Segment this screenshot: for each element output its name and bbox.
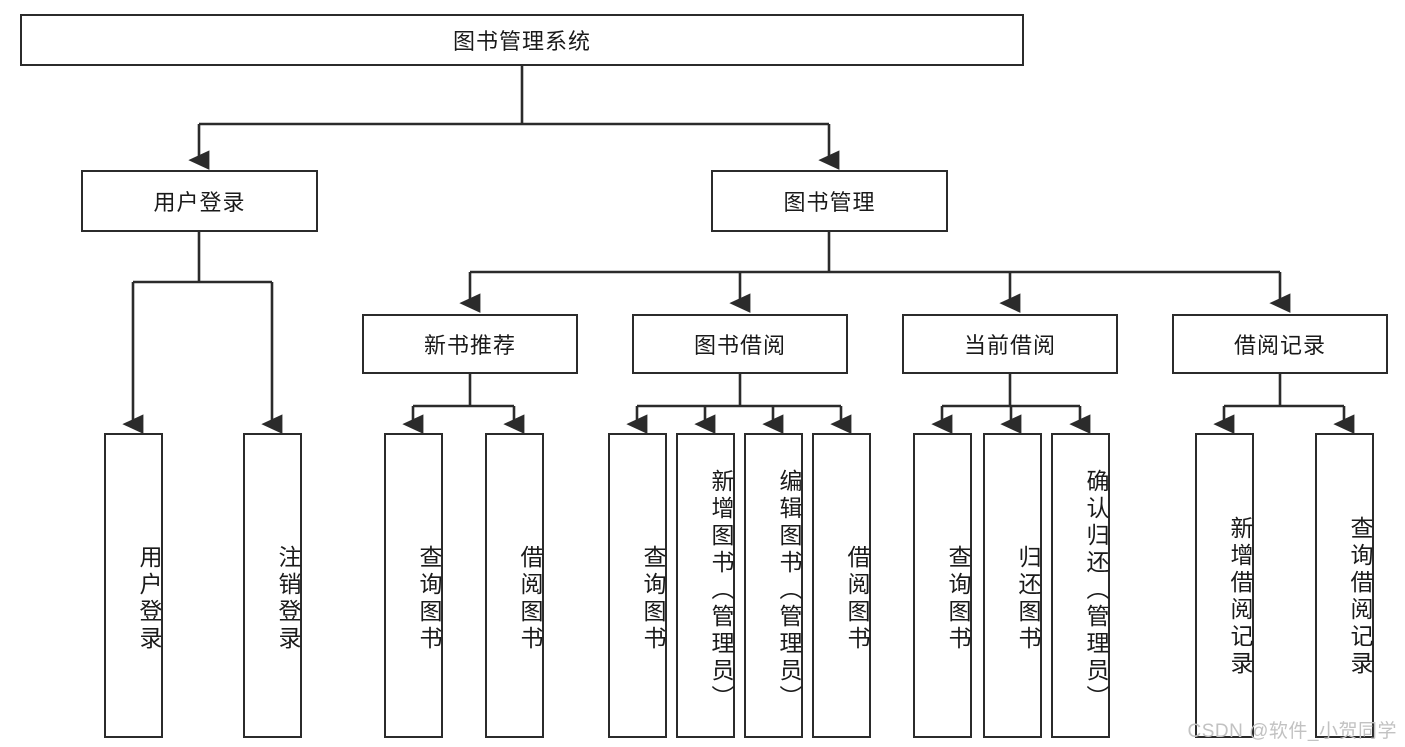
node-label: 新增图书（管理员） [708, 469, 734, 712]
node-label: 当前借阅 [963, 333, 1056, 358]
node-label: 用户登录 [153, 190, 246, 215]
node-user-login[interactable]: 用户登录 [81, 170, 318, 232]
node-label: 归还图书 [1015, 544, 1041, 653]
node-borrow-record[interactable]: 借阅记录 [1172, 314, 1388, 374]
leaf-borrow-book-1[interactable]: 借阅图书 [485, 433, 544, 738]
csdn-watermark: CSDN @软件_小贺同学 [1187, 721, 1397, 742]
node-label: 借阅记录 [1233, 333, 1326, 358]
node-label: 图书管理系统 [452, 29, 591, 54]
node-book-management-system[interactable]: 图书管理系统 [20, 14, 1024, 66]
node-label: 查询图书 [416, 544, 442, 653]
leaf-user-login[interactable]: 用户登录 [104, 433, 163, 738]
node-new-book-recommend[interactable]: 新书推荐 [362, 314, 578, 374]
leaf-logout-login[interactable]: 注销登录 [243, 433, 302, 738]
leaf-edit-book-admin[interactable]: 编辑图书（管理员） [744, 433, 803, 738]
node-label: 借阅图书 [844, 544, 870, 653]
node-label: 查询图书 [945, 544, 971, 653]
leaf-query-book-1[interactable]: 查询图书 [384, 433, 443, 738]
leaf-add-borrow-record[interactable]: 新增借阅记录 [1195, 433, 1254, 738]
node-current-borrow[interactable]: 当前借阅 [902, 314, 1118, 374]
leaf-return-book[interactable]: 归还图书 [983, 433, 1042, 738]
leaf-query-borrow-record[interactable]: 查询借阅记录 [1315, 433, 1374, 738]
node-label: 图书借阅 [693, 333, 786, 358]
leaf-confirm-return-admin[interactable]: 确认归还（管理员） [1051, 433, 1110, 738]
node-label: 图书管理 [783, 190, 876, 215]
leaf-query-book-3[interactable]: 查询图书 [913, 433, 972, 738]
node-book-management[interactable]: 图书管理 [711, 170, 948, 232]
node-label: 新增借阅记录 [1227, 515, 1253, 678]
node-label: 新书推荐 [423, 333, 516, 358]
node-label: 查询图书 [640, 544, 666, 653]
node-label: 确认归还（管理员） [1083, 469, 1109, 712]
node-label: 查询借阅记录 [1347, 515, 1373, 678]
node-label: 注销登录 [275, 544, 301, 653]
node-label: 用户登录 [136, 544, 162, 653]
node-book-borrow[interactable]: 图书借阅 [632, 314, 848, 374]
node-label: 借阅图书 [517, 544, 543, 653]
node-label: 编辑图书（管理员） [776, 469, 802, 712]
leaf-add-book-admin[interactable]: 新增图书（管理员） [676, 433, 735, 738]
leaf-query-book-2[interactable]: 查询图书 [608, 433, 667, 738]
leaf-borrow-book-2[interactable]: 借阅图书 [812, 433, 871, 738]
